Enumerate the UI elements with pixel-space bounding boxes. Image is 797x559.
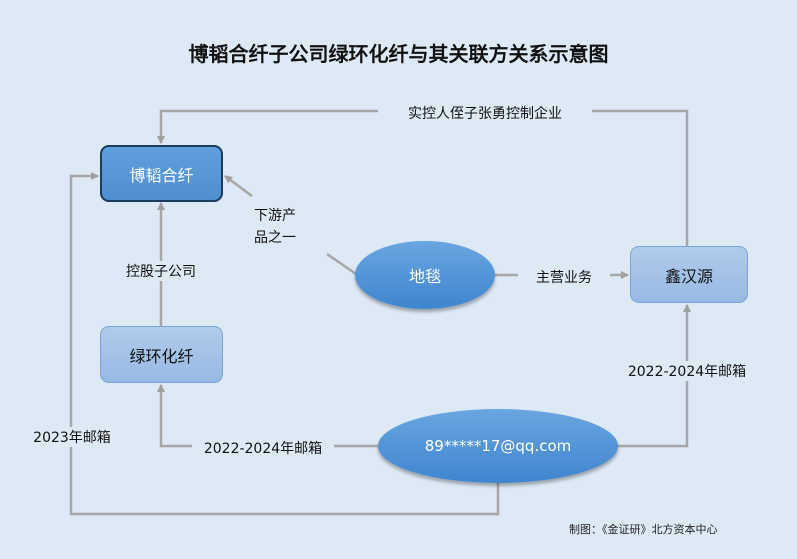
edge-label-top: 实控人侄子张勇控制企业 <box>378 103 592 123</box>
edge-downstream-line <box>326 252 357 276</box>
edge-email-right <box>617 304 691 448</box>
edge-label-downstream-line1: 下游产 <box>254 208 296 224</box>
node-ditan[interactable]: 地毯 <box>355 241 495 309</box>
edge-label-email-bottom: 2023年邮箱 <box>24 427 120 447</box>
edge-email-bottom <box>69 172 500 516</box>
node-botao[interactable]: 博韬合纤 <box>100 145 223 202</box>
edge-label-downstream-line2: 品之一 <box>254 230 296 246</box>
edge-top <box>157 109 689 246</box>
footer-credit: 制图：《金证研》北方资本中心 <box>569 523 718 536</box>
edge-label-main-business: 主营业务 <box>522 267 606 287</box>
node-xinhanyuan[interactable]: 鑫汉源 <box>630 246 748 303</box>
edge-label-holding: 控股子公司 <box>118 261 204 281</box>
node-email[interactable]: 89*****17@qq.com <box>378 409 618 483</box>
node-lvhuan[interactable]: 绿环化纤 <box>100 326 223 383</box>
edge-downstream-arrow <box>224 174 253 198</box>
edge-label-downstream: 下游产 品之一 <box>249 205 301 249</box>
edge-label-email-left: 2022-2024年邮箱 <box>192 438 334 458</box>
edge-email-left <box>157 384 378 448</box>
edge-label-email-right: 2022-2024年邮箱 <box>616 361 758 381</box>
diagram-title: 博韬合纤子公司绿环化纤与其关联方关系示意图 <box>188 42 609 66</box>
